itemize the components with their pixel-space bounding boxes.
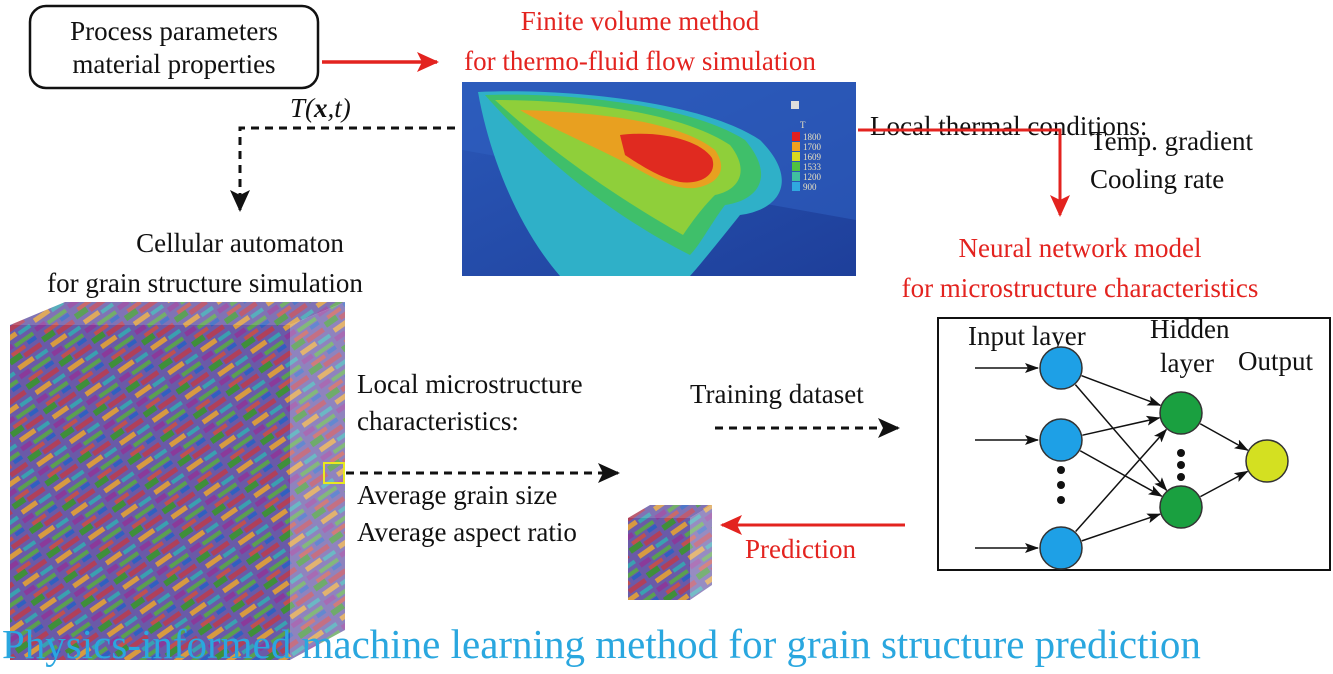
legend-swatch (792, 132, 800, 141)
hidden-layer-label-1: Hidden (1150, 314, 1230, 344)
nn-connection (1081, 513, 1162, 542)
input-layer-label: Input layer (968, 321, 1086, 351)
input-node (1039, 418, 1083, 462)
thermal-title: Local thermal conditions: (870, 111, 1147, 141)
sample-region-marker (323, 462, 345, 484)
neural-network-diagram: Input layer Hidden layer Output (937, 314, 1331, 571)
process-parameters-box: Process parameters material properties (28, 4, 320, 90)
legend-swatch (792, 172, 800, 181)
legend-value: 1533 (803, 162, 822, 172)
material-properties-text: material properties (72, 49, 275, 79)
legend-value: 1700 (803, 142, 822, 152)
output-node (1245, 439, 1289, 483)
hidden-layer-label-2: layer (1160, 348, 1214, 378)
legend-value: 1800 (803, 132, 822, 142)
micro-line3: Average grain size (357, 480, 557, 510)
training-dataset-label: Training dataset (690, 379, 864, 409)
arrow-to-nn (858, 128, 1070, 217)
nn-subtitle: for microstructure characteristics (902, 273, 1259, 303)
nn-connection (1075, 428, 1168, 533)
hidden-node (1159, 485, 1203, 529)
nn-connection (1082, 415, 1161, 436)
ca-title: Cellular automaton (136, 228, 344, 258)
ca-subtitle: for grain structure simulation (47, 268, 363, 298)
thermal-item-gradient: Temp. gradient (1090, 126, 1254, 156)
input-node (1039, 346, 1083, 390)
output-label: Output (1238, 346, 1314, 376)
legend-label: T (800, 120, 806, 130)
input-node (1039, 526, 1083, 570)
grain-structure-block (10, 302, 345, 660)
sample-cube (628, 505, 712, 600)
nn-title: Neural network model (959, 233, 1202, 263)
legend-swatch (792, 182, 800, 191)
nn-connection (1074, 384, 1168, 492)
nn-connection (1199, 423, 1249, 451)
fvm-title: Finite volume method (521, 6, 760, 36)
thermal-item-cooling: Cooling rate (1090, 164, 1224, 194)
micro-line4: Average aspect ratio (357, 517, 577, 547)
temperature-field-label: T(x,t) (290, 93, 351, 123)
legend-swatch (792, 162, 800, 171)
arrow-to-ca (230, 126, 455, 212)
prediction-label: Prediction (745, 534, 856, 564)
hidden-node (1159, 391, 1203, 435)
fvm-subtitle: for thermo-fluid flow simulation (464, 46, 816, 76)
legend-value: 1609 (803, 152, 822, 162)
legend-value: 1200 (803, 172, 822, 182)
nn-connection (1079, 450, 1163, 497)
micro-line2: characteristics: (357, 406, 519, 436)
micro-line1: Local microstructure (357, 369, 583, 399)
legend-swatch (792, 142, 800, 151)
nn-connection (1200, 470, 1249, 498)
legend-value: 900 (803, 182, 817, 192)
legend-swatch (792, 152, 800, 161)
axis-triad-icon (791, 101, 799, 109)
main-title: Physics-informed machine learning method… (2, 621, 1201, 667)
nn-connection (1081, 375, 1162, 406)
process-parameters-text: Process parameters (70, 16, 278, 46)
